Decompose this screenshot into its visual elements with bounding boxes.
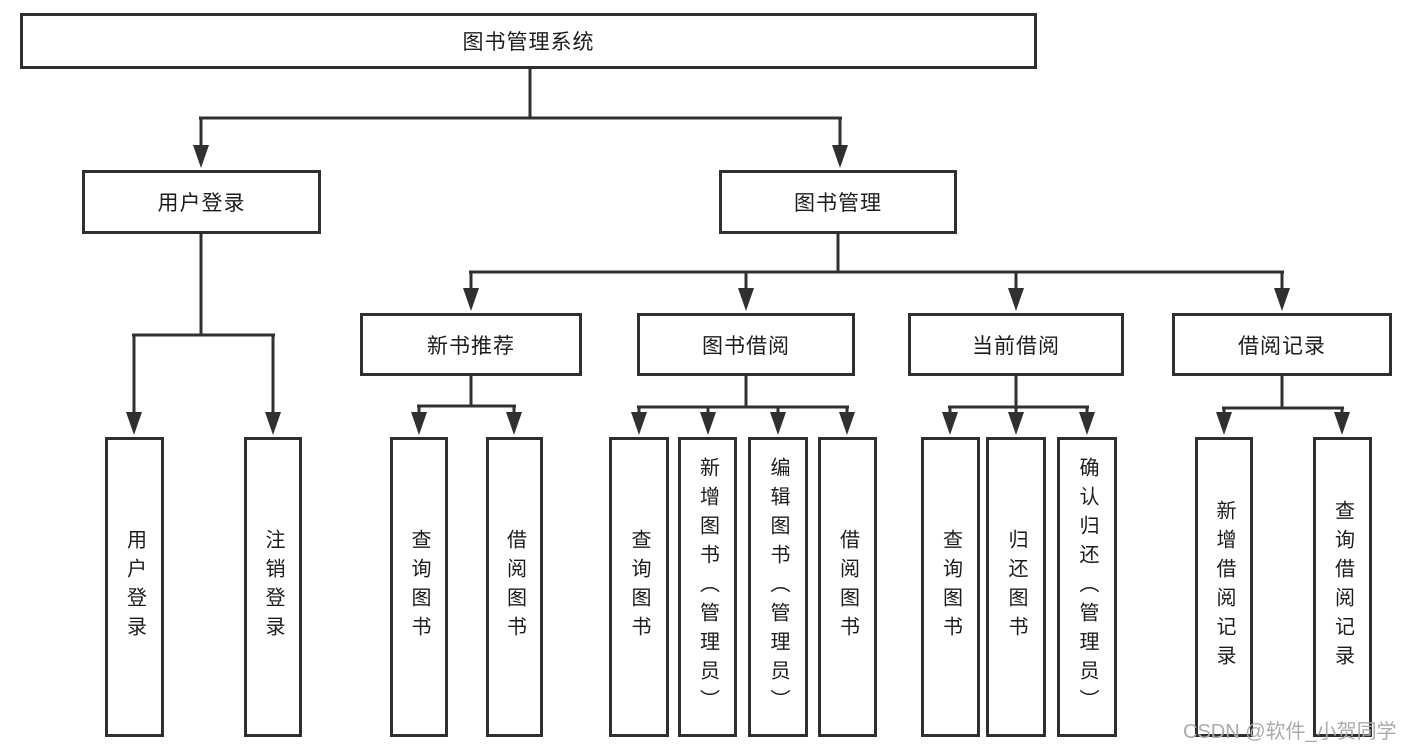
leaf-records-query-record-label: 查询借阅记录	[1331, 500, 1354, 674]
leaf-user-login-label: 用户登录	[123, 529, 146, 645]
leaf-user-login: 用户登录	[105, 437, 164, 737]
leaf-current-confirm-return-admin-label: 确认归还（管理员）	[1076, 456, 1098, 718]
leaf-records-query-record: 查询借阅记录	[1313, 437, 1372, 737]
node-library-system: 图书管理系统	[20, 13, 1037, 69]
node-book-borrow: 图书借阅	[637, 313, 855, 376]
node-book-management: 图书管理	[719, 170, 957, 234]
leaf-recommend-borrow-books: 借阅图书	[486, 437, 543, 737]
leaf-current-return-books: 归还图书	[986, 437, 1046, 737]
leaf-records-add-record: 新增借阅记录	[1195, 437, 1253, 737]
leaf-borrow-add-books-admin: 新增图书（管理员）	[678, 437, 737, 737]
leaf-borrow-edit-books-admin: 编辑图书（管理员）	[748, 437, 808, 737]
leaf-borrow-edit-books-admin-label: 编辑图书（管理员）	[767, 456, 789, 718]
node-new-book-recommend: 新书推荐	[360, 313, 582, 376]
leaf-logout-label: 注销登录	[262, 529, 284, 645]
leaf-borrow-borrow-books-label: 借阅图书	[836, 529, 859, 645]
leaf-borrow-query-books: 查询图书	[609, 437, 669, 737]
leaf-records-add-record-label: 新增借阅记录	[1213, 500, 1235, 674]
leaf-current-query-books-label: 查询图书	[939, 529, 962, 645]
leaf-borrow-query-books-label: 查询图书	[628, 529, 650, 645]
node-current-borrow: 当前借阅	[908, 313, 1124, 376]
leaf-recommend-borrow-books-label: 借阅图书	[503, 529, 526, 645]
leaf-borrow-borrow-books: 借阅图书	[818, 437, 877, 737]
leaf-current-return-books-label: 归还图书	[1005, 529, 1027, 645]
node-borrow-records: 借阅记录	[1172, 313, 1392, 376]
node-user-login: 用户登录	[82, 170, 321, 234]
leaf-recommend-query-books-label: 查询图书	[408, 529, 430, 645]
leaf-recommend-query-books: 查询图书	[390, 437, 448, 737]
leaf-borrow-add-books-admin-label: 新增图书（管理员）	[696, 456, 719, 718]
leaf-logout: 注销登录	[244, 437, 302, 737]
leaf-current-confirm-return-admin: 确认归还（管理员）	[1057, 437, 1117, 737]
leaf-current-query-books: 查询图书	[921, 437, 980, 737]
